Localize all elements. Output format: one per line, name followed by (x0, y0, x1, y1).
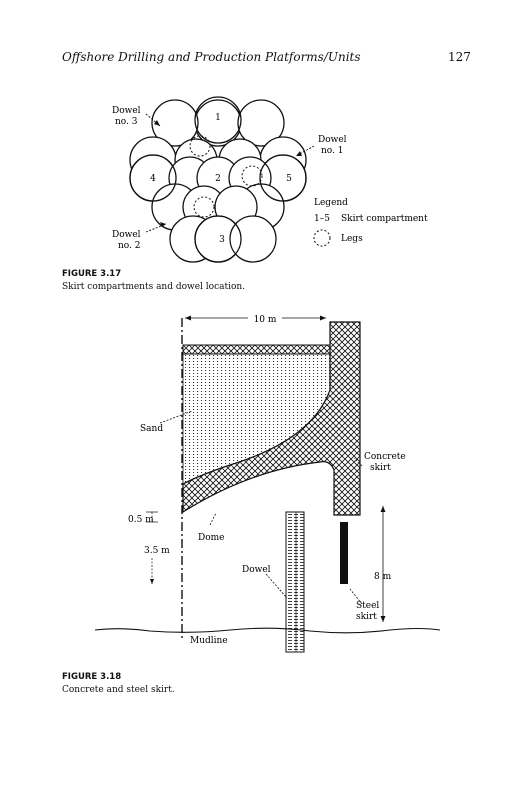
dome-label: Dome (198, 533, 225, 543)
steel-skirt-label-line1: Steel (356, 601, 379, 611)
compartment-4: 4 (150, 174, 156, 184)
figure-3-18-diagram: 10 m 8 m 0.5 m 3.5 m Sand Concrete skirt… (94, 312, 441, 653)
width-label: 10 m (254, 315, 277, 325)
leg-marker (241, 165, 263, 187)
figure-3-18-label: FIGURE 3.18 (62, 672, 122, 682)
compartment-1: 1 (215, 113, 221, 123)
compartment-2: 2 (215, 174, 221, 184)
circle-top (194, 99, 242, 147)
dowel-1-label-line1: Dowel (318, 135, 347, 145)
mudline-curve (94, 627, 441, 634)
eight-m-label: 8 m (374, 572, 392, 582)
leg-marker (193, 196, 215, 218)
figure-3-18-caption: Concrete and steel skirt. (62, 685, 175, 695)
running-header-title: Offshore Drilling and Production Platfor… (62, 50, 361, 64)
figure-3-17-diagram: 1 2 3 4 5 Dowel no. 3 Dowel no. 1 Dowel … (112, 96, 428, 263)
page-number: 127 (448, 50, 471, 64)
circle-top-left (151, 99, 199, 147)
steel-skirt (340, 522, 348, 584)
legend-text-legs: Legs (341, 234, 363, 244)
dowel-1-label-line2: no. 1 (321, 146, 344, 156)
dowel-2-label-line1: Dowel (112, 230, 141, 240)
dowel-pile (285, 511, 305, 653)
top-slab (182, 344, 331, 355)
concrete-skirt-label-line2: skirt (370, 463, 391, 473)
three-half-m-label: 3.5 m (144, 546, 170, 556)
dowel-2-label-line2: no. 2 (118, 241, 141, 251)
concrete-skirt-label-line1: Concrete (364, 452, 406, 462)
mudline-label: Mudline (190, 636, 228, 646)
sand-label: Sand (140, 424, 163, 434)
circle-top-right (237, 99, 285, 147)
half-m-label: 0.5 m (128, 515, 154, 525)
compartment-5: 5 (286, 174, 292, 184)
legend-key-compartment: 1–5 (314, 214, 330, 224)
concrete-skirt (182, 321, 361, 516)
figure-3-17-caption: Skirt compartments and dowel location. (62, 282, 246, 292)
dowel-3-label-line1: Dowel (112, 106, 141, 116)
legend-text-compartment: Skirt compartment (341, 214, 428, 224)
dowel-label: Dowel (242, 565, 271, 575)
compartment-3: 3 (219, 235, 225, 245)
leg-marker (189, 135, 211, 157)
steel-skirt-label-line2: skirt (356, 612, 377, 622)
figure-3-17-label: FIGURE 3.17 (62, 269, 122, 279)
legend-legs-symbol (313, 229, 331, 247)
dowel-3-label-line2: no. 3 (115, 117, 138, 127)
legend-title: Legend (314, 198, 348, 208)
circle-bottom-right (229, 215, 277, 263)
